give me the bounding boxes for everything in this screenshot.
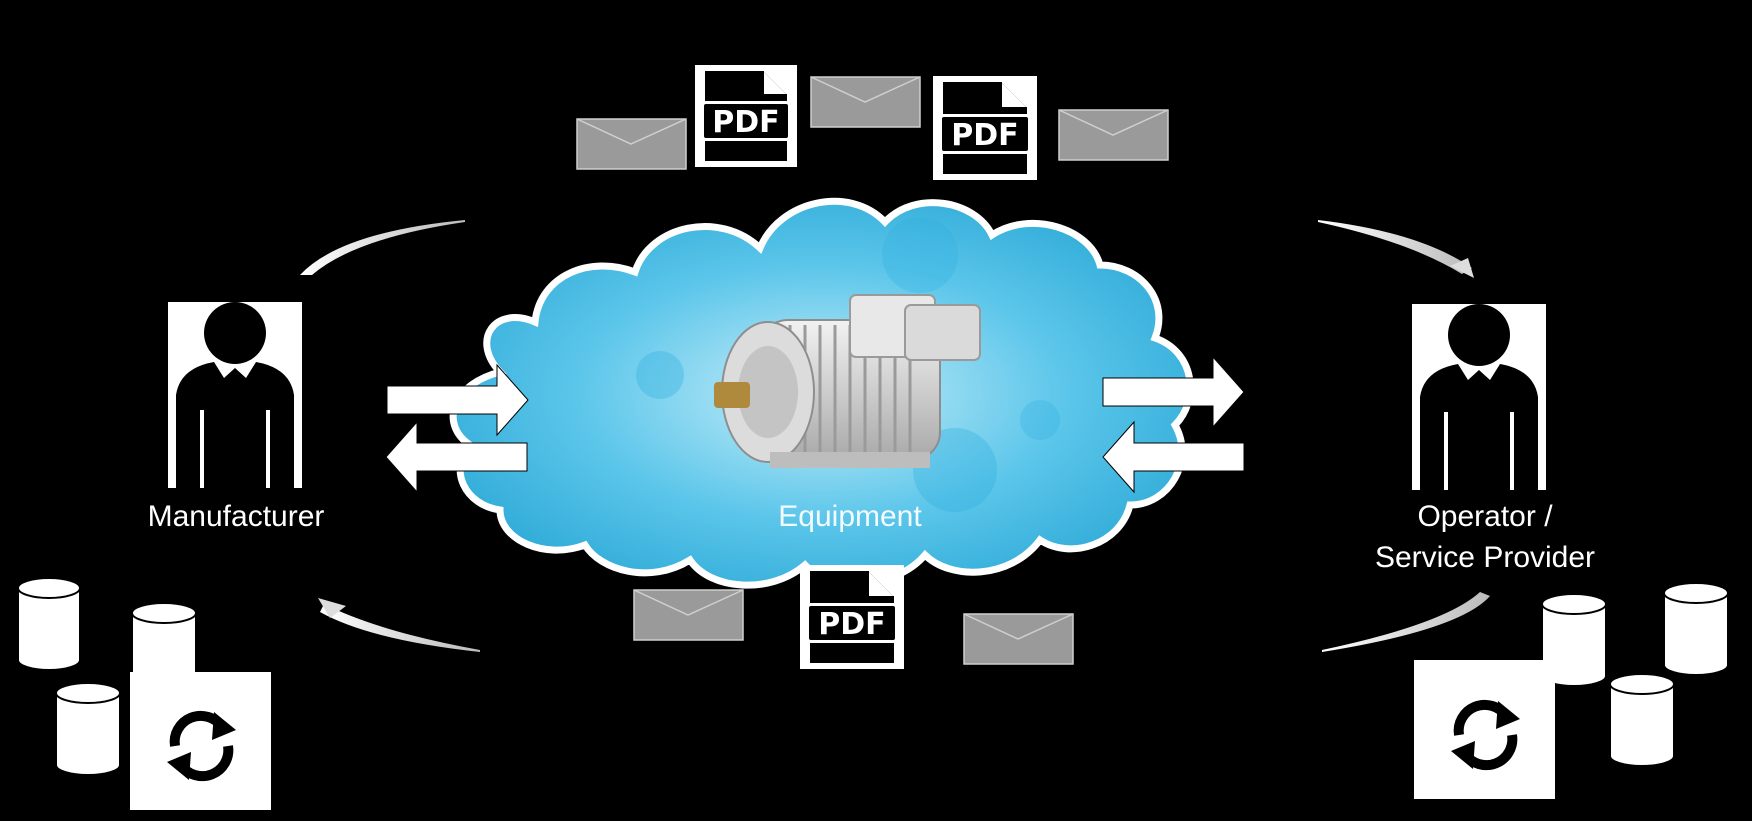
database-cylinder-icon [55, 682, 121, 776]
send-arrow-to-operator [1102, 355, 1245, 429]
database-cylinder-icon [1541, 593, 1607, 687]
receive-arrow-from-equipment [385, 420, 528, 494]
envelope-icon [633, 589, 744, 641]
pdf-label: PDF [712, 105, 779, 140]
database-cylinder-icon [17, 577, 81, 671]
pdf-label: PDF [951, 118, 1018, 153]
database-cylinder-icon [1663, 582, 1729, 676]
manufacturer-label: Manufacturer [147, 500, 325, 533]
pdf-label: PDF [818, 607, 885, 642]
operator-label-line1: Operator / [1417, 500, 1553, 533]
sync-arrows-icon [130, 672, 271, 810]
receive-arrow-from-operator [1102, 420, 1245, 494]
pdf-document-icon: PDF [800, 565, 904, 669]
pdf-document-icon: PDF [933, 76, 1037, 180]
person-icon [168, 302, 302, 488]
envelope-icon [963, 613, 1074, 665]
database-cylinder-icon [1609, 673, 1675, 767]
sync-arrows-icon [1414, 660, 1555, 799]
send-arrow-to-equipment [386, 363, 529, 437]
flow-arc-top-right [1318, 220, 1474, 278]
equipment-label: Equipment [778, 500, 922, 533]
person-icon [1412, 304, 1546, 490]
flow-arc-bottom-left [318, 598, 480, 652]
electric-motor-image [714, 294, 981, 468]
envelope-icon [576, 118, 687, 170]
operator-label-line2: Service Provider [1374, 541, 1596, 574]
envelope-icon [1058, 109, 1169, 161]
flow-arc-top-left [300, 220, 465, 275]
flow-arc-bottom-right [1322, 592, 1490, 652]
pdf-document-icon: PDF [695, 65, 797, 167]
envelope-icon [810, 76, 921, 128]
